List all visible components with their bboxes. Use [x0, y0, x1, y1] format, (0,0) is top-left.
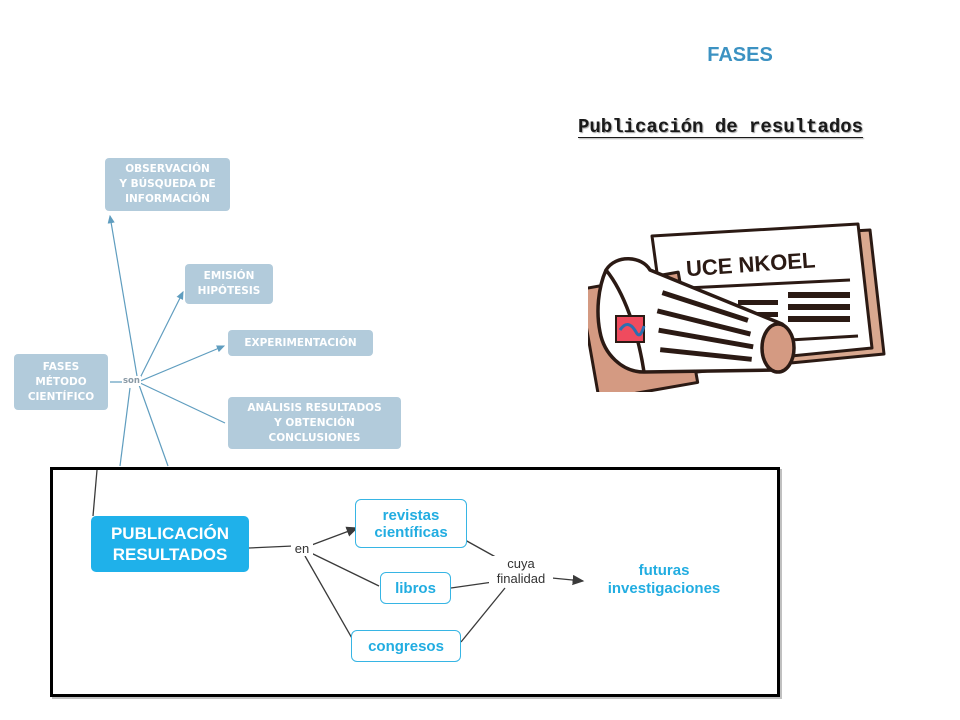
slide-subtitle: Publicación de resultados: [578, 116, 864, 138]
node-experimentacion: EXPERIMENTACIÓN: [228, 330, 373, 356]
node-fases-metodo: FASES MÉTODO CIENTÍFICO: [14, 354, 108, 410]
node-congresos: congresos: [351, 630, 461, 662]
slide-title: FASES: [707, 44, 773, 66]
link-analisis: [137, 381, 226, 424]
link-libros: [308, 551, 380, 587]
connector-cuya-finalidad: cuya finalidad: [489, 556, 553, 586]
node-futuras-investigaciones: futuras investigaciones: [607, 562, 721, 597]
node-emision-hipotesis: EMISIÓN HIPÓTESIS: [185, 264, 273, 304]
link-publicacion-upper: [137, 381, 169, 467]
node-observacion: OBSERVACIÓN Y BÚSQUEDA DE INFORMACIÓN: [105, 158, 230, 211]
detail-links: [92, 470, 585, 643]
newspaper-icon: UCE NKOEL: [588, 222, 886, 392]
node-revistas-cientificas: revistas científicas: [355, 499, 467, 548]
node-publicacion-resultados: PUBLICACIÓN RESULTADOS: [91, 516, 249, 572]
link-revistas: [308, 526, 359, 547]
node-libros: libros: [380, 572, 451, 604]
link-congresos: [304, 555, 354, 641]
node-analisis-resultados: ANÁLISIS RESULTADOS Y OBTENCIÓN CONCLUSI…: [228, 397, 401, 449]
connector-son: son: [122, 376, 141, 386]
link-observacion: [107, 214, 139, 383]
publication-detail-panel: PUBLICACIÓN RESULTADOS en revistas cient…: [50, 467, 780, 697]
link-emision: [137, 290, 184, 383]
connector-en: en: [291, 541, 313, 556]
link-experimentacion: [137, 345, 226, 383]
